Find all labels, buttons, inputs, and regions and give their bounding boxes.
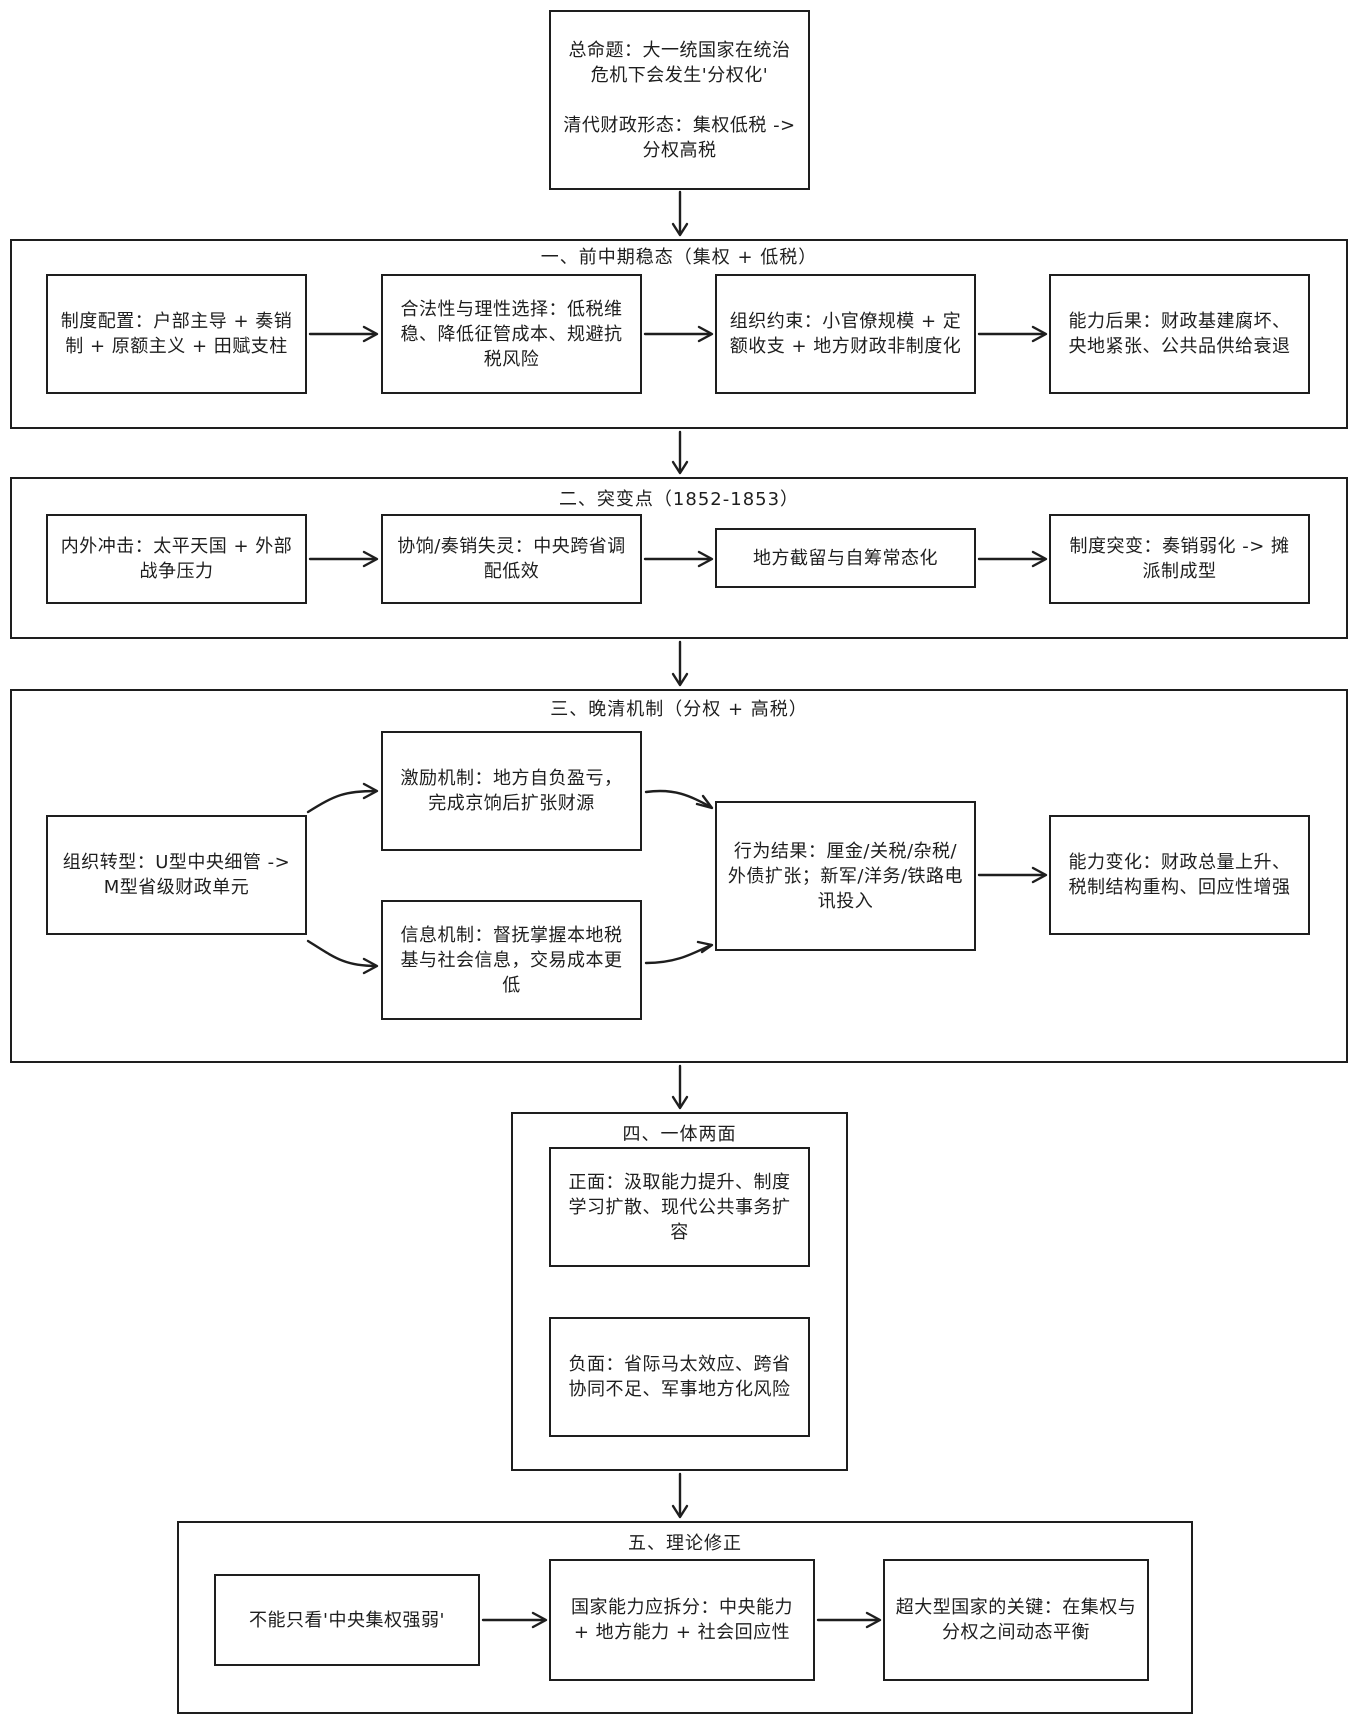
s4-node-positive: 正面：汲取能力提升、制度学习扩散、现代公共事务扩容	[549, 1147, 810, 1267]
section-4-title: 四、一体两面	[622, 1124, 737, 1145]
section-2-frame: 二、突变点（1852-1853）	[10, 477, 1348, 639]
arrow-s2-to-s3	[671, 640, 689, 687]
s2-node-coordination-failure: 协饷/奏销失灵：中央跨省调配低效	[381, 514, 642, 604]
arrow-s3-to-s4	[671, 1064, 689, 1110]
section-5-frame: 五、理论修正	[177, 1521, 1193, 1714]
arrow-s1-to-s2	[671, 430, 689, 475]
s5-node-capacity-split: 国家能力应拆分：中央能力 + 地方能力 + 社会回应性	[549, 1559, 815, 1681]
s1-node-capacity-result: 能力后果：财政基建腐坏、央地紧张、公共品供给衰退	[1049, 274, 1310, 394]
root-fiscal-form-text: 清代财政形态：集权低税 -> 分权高税	[563, 114, 796, 161]
s1-node-institution: 制度配置：户部主导 + 奏销制 + 原额主义 + 田赋支柱	[46, 274, 307, 394]
s3-node-org-transform: 组织转型：U型中央细管 -> M型省级财政单元	[46, 815, 307, 935]
section-2-title: 二、突变点（1852-1853）	[558, 489, 800, 510]
s2-node-institution-shift: 制度突变：奏销弱化 -> 摊派制成型	[1049, 514, 1310, 604]
s1-node-legitimacy: 合法性与理性选择：低税维稳、降低征管成本、规避抗税风险	[381, 274, 642, 394]
s3-node-information: 信息机制：督抚掌握本地税基与社会信息，交易成本更低	[381, 900, 642, 1020]
s3-node-incentive: 激励机制：地方自负盈亏，完成京饷后扩张财源	[381, 731, 642, 851]
s2-node-shock: 内外冲击：太平天国 + 外部战争压力	[46, 514, 307, 604]
s1-node-org-constraint: 组织约束：小官僚规模 + 定额收支 + 地方财政非制度化	[715, 274, 976, 394]
s5-node-dynamic-balance: 超大型国家的关键：在集权与分权之间动态平衡	[883, 1559, 1149, 1681]
arrow-root-to-s1	[671, 190, 689, 237]
section-1-title: 一、前中期稳态（集权 + 低税）	[540, 247, 818, 268]
arrow-s4-to-s5	[671, 1472, 689, 1519]
s2-node-local-retention: 地方截留与自筹常态化	[715, 528, 976, 588]
s4-node-negative: 负面：省际马太效应、跨省协同不足、军事地方化风险	[549, 1317, 810, 1437]
s3-node-behavior-result: 行为结果：厘金/关税/杂税/外债扩张；新军/洋务/铁路电讯投入	[715, 801, 976, 951]
s5-node-not-only-centralization: 不能只看'中央集权强弱'	[214, 1574, 480, 1666]
root-proposition-text: 总命题：大一统国家在统治危机下会发生'分权化'	[568, 39, 791, 86]
section-3-title: 三、晚清机制（分权 + 高税）	[550, 699, 808, 720]
section-1-frame: 一、前中期稳态（集权 + 低税）	[10, 239, 1348, 429]
section-4-frame: 四、一体两面	[511, 1112, 848, 1471]
section-5-title: 五、理论修正	[628, 1533, 742, 1554]
root-proposition-box: 总命题：大一统国家在统治危机下会发生'分权化' 清代财政形态：集权低税 -> 分…	[549, 10, 810, 190]
section-3-frame: 三、晚清机制（分权 + 高税）	[10, 689, 1348, 1063]
s3-node-capacity-change: 能力变化：财政总量上升、税制结构重构、回应性增强	[1049, 815, 1310, 935]
